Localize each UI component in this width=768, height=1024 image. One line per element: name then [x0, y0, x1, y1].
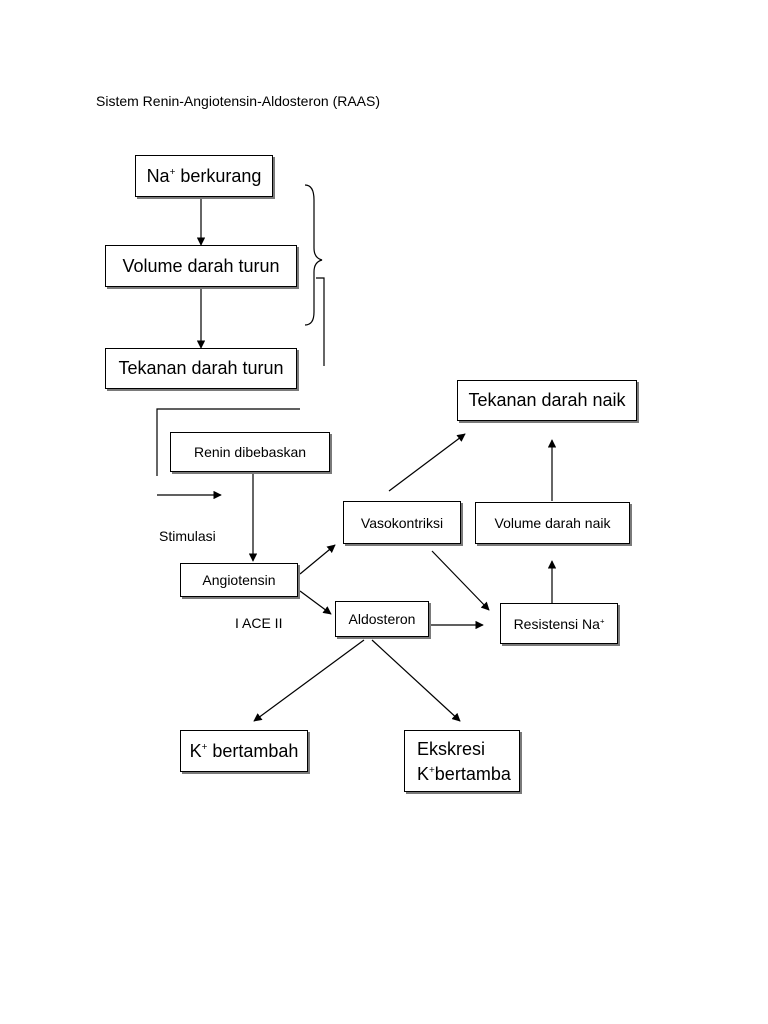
- node-tekanan-darah-turun: Tekanan darah turun: [105, 348, 297, 389]
- node-vasokontriksi: Vasokontriksi: [343, 501, 461, 544]
- node-tekanan-darah-naik: Tekanan darah naik: [457, 380, 637, 421]
- bracket-right: [316, 277, 325, 366]
- arrow-angiotensin-to-aldosteron: [299, 590, 332, 615]
- node-ekskresi: Ekskresi K+bertamba: [404, 730, 520, 792]
- arrow-vasokontriksi-to-tekanan-naik: [388, 433, 466, 492]
- arrow-angiotensin-to-vasokontriksi: [299, 544, 336, 575]
- node-k-bertambah: K+ bertambah: [180, 730, 308, 772]
- arrow-vasokontriksi-to-resistensi: [431, 550, 490, 611]
- diagram-title: Sistem Renin-Angiotensin-Aldosteron (RAA…: [96, 93, 381, 109]
- node-resistensi-na: Resistensi Na+: [500, 603, 618, 644]
- node-angiotensin: Angiotensin: [180, 563, 298, 597]
- curly-brace: [304, 184, 323, 326]
- arrow-aldosteron-to-k-bertambah: [253, 639, 365, 722]
- node-volume-darah-turun: Volume darah turun: [105, 245, 297, 287]
- arrow-aldosteron-to-ekskresi: [371, 639, 461, 722]
- label-ace: I ACE II: [235, 615, 283, 631]
- node-renin-dibebaskan: Renin dibebaskan: [170, 432, 330, 472]
- label-stimulasi: Stimulasi: [159, 528, 216, 544]
- node-volume-darah-naik: Volume darah naik: [475, 502, 630, 544]
- node-aldosteron: Aldosteron: [335, 601, 429, 637]
- node-na-berkurang: Na+ berkurang: [135, 155, 273, 197]
- bracket-left: [156, 408, 300, 476]
